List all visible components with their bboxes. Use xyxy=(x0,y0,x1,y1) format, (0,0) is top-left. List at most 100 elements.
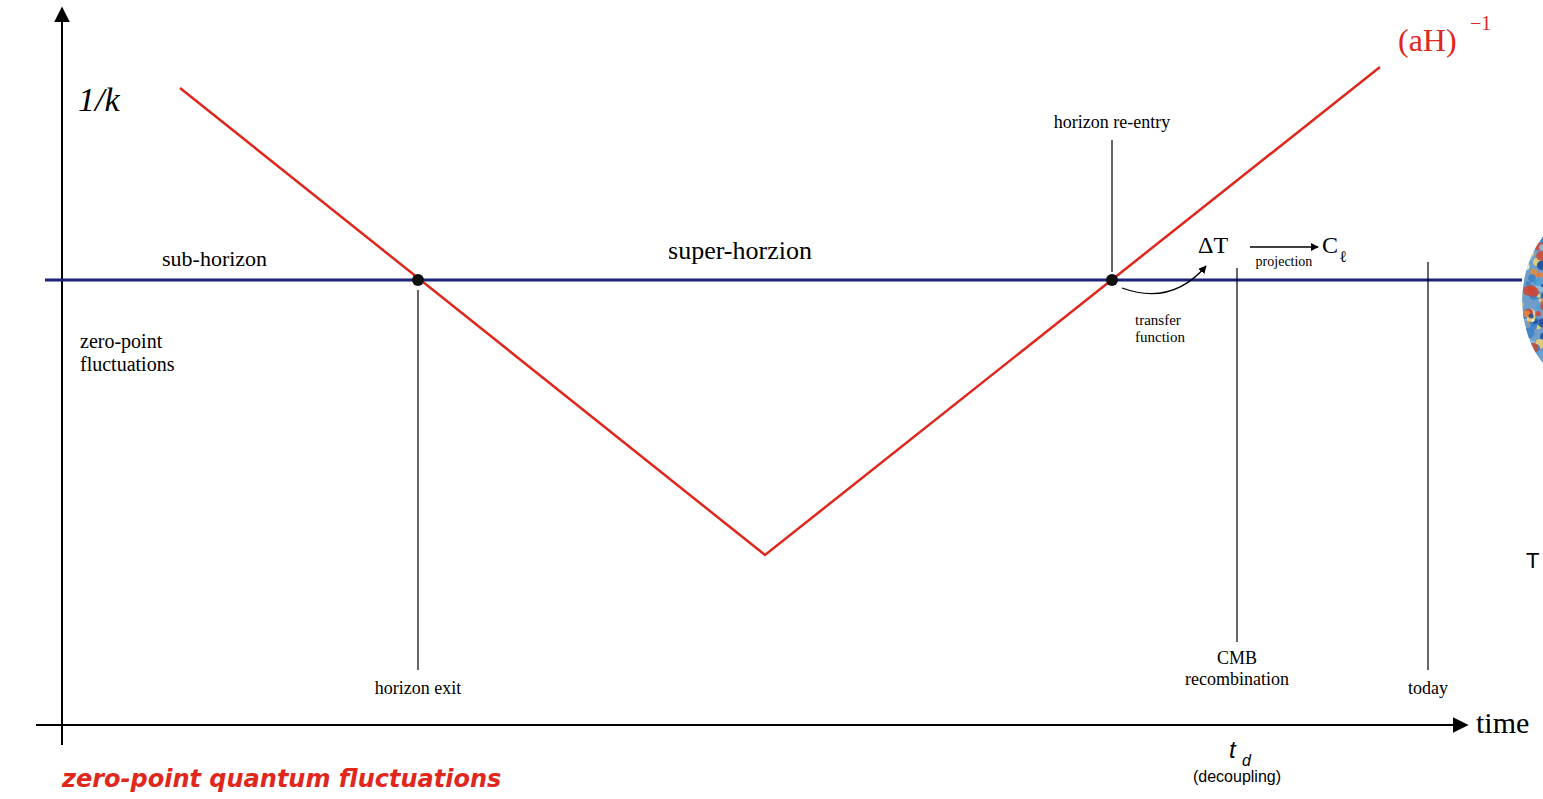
leader-line xyxy=(1236,268,1237,642)
sky-speck xyxy=(1532,391,1537,396)
time-marker: t xyxy=(1229,736,1236,764)
sky-speck xyxy=(1519,380,1524,385)
sky-speck xyxy=(1525,365,1529,369)
sky-speck xyxy=(1534,221,1538,225)
sky-speck xyxy=(1531,198,1539,206)
quantity-subscript: ℓ xyxy=(1339,248,1347,266)
sky-speck xyxy=(1541,205,1543,211)
sky-speck xyxy=(1529,364,1539,374)
sky-speck xyxy=(1529,353,1534,358)
sky-speck xyxy=(1527,347,1532,352)
sky-speck xyxy=(1540,233,1543,238)
sky-speck xyxy=(1527,354,1535,362)
quantity-label: ΔT xyxy=(1198,232,1228,260)
sky-speck xyxy=(1528,343,1538,353)
curve-label: (aH) xyxy=(1398,22,1457,59)
sky-speck xyxy=(1536,311,1541,316)
heading-note: zero-point quantum fluctuations xyxy=(62,766,501,794)
sky-speck xyxy=(1519,379,1530,390)
sky-speck xyxy=(1523,206,1530,213)
sky-speck xyxy=(1524,328,1535,339)
sky-speck xyxy=(1521,233,1525,237)
time-note: (decoupling) xyxy=(1193,768,1281,786)
crossing-dot xyxy=(1106,274,1118,286)
sky-speck xyxy=(1542,218,1543,221)
event-label: horizon exit xyxy=(375,678,461,699)
cmb-sky-ground xyxy=(1522,202,1543,398)
x-axis xyxy=(36,724,1467,726)
sky-speck xyxy=(1526,255,1532,261)
event-label: horizon re-entry xyxy=(1054,112,1170,133)
sky-speck xyxy=(1531,393,1540,402)
sky-speck xyxy=(1522,243,1525,246)
sky-speck xyxy=(1531,204,1537,210)
leader-line xyxy=(417,290,418,670)
arrow-label: transfer function xyxy=(1135,312,1227,347)
event-label: CMB recombination xyxy=(1172,648,1302,689)
sky-speck xyxy=(1534,278,1542,286)
sky-speck xyxy=(1519,342,1525,348)
leader-line xyxy=(1111,140,1112,272)
cut-off-text: T xyxy=(1526,548,1539,573)
sky-speck xyxy=(1522,334,1525,337)
sky-speck xyxy=(1530,209,1534,213)
time-marker-subscript: d xyxy=(1242,752,1251,770)
transfer-arrow xyxy=(1122,266,1206,294)
sky-speck xyxy=(1539,372,1543,381)
sky-speck xyxy=(1530,237,1538,245)
sky-speck xyxy=(1531,319,1534,322)
sky-speck xyxy=(1537,261,1543,271)
region-label: super-horzion xyxy=(668,236,812,266)
mode-scale-line xyxy=(45,279,1522,282)
sky-speck xyxy=(1536,230,1540,234)
cmb-sky-map xyxy=(1518,197,1543,401)
sky-speck xyxy=(1534,218,1540,224)
sky-speck xyxy=(1536,251,1543,261)
sky-speck xyxy=(1541,321,1543,325)
sky-speck xyxy=(1526,368,1535,377)
sky-speck xyxy=(1521,378,1526,383)
sky-speck xyxy=(1526,249,1535,258)
sky-speck xyxy=(1533,219,1542,228)
sky-speck xyxy=(1518,387,1527,396)
projection-arrow xyxy=(1250,246,1318,247)
sky-speck xyxy=(1539,212,1543,223)
region-label: sub-horizon xyxy=(162,246,267,271)
sky-speck xyxy=(1522,243,1529,250)
leader-line xyxy=(1427,262,1428,670)
sky-speck xyxy=(1536,204,1543,214)
sky-speck xyxy=(1523,210,1531,218)
sky-speck xyxy=(1519,225,1525,231)
sky-speck xyxy=(1539,244,1543,250)
sky-speck xyxy=(1527,245,1532,250)
axis-label: time xyxy=(1476,706,1529,741)
sky-speck xyxy=(1533,210,1543,220)
event-label: today xyxy=(1408,678,1448,699)
sky-speck xyxy=(1520,303,1523,306)
sky-speck xyxy=(1540,378,1543,386)
sky-speck xyxy=(1525,213,1533,221)
sky-speck xyxy=(1519,359,1529,369)
sky-speck xyxy=(1535,221,1542,228)
sky-speck xyxy=(1539,230,1543,234)
sky-speck xyxy=(1541,369,1543,380)
region-note: zero-point fluctuations xyxy=(80,330,230,376)
sky-speck xyxy=(1541,292,1543,299)
sky-speck xyxy=(1540,301,1543,311)
sky-speck xyxy=(1539,208,1543,213)
sky-speck xyxy=(1522,266,1526,270)
sky-speck xyxy=(1537,390,1543,397)
sky-speck xyxy=(1536,200,1541,205)
sky-speck xyxy=(1535,382,1543,390)
sky-speck xyxy=(1528,209,1538,219)
sky-speck xyxy=(1524,361,1534,371)
crossing-dot xyxy=(412,274,424,286)
sky-speck xyxy=(1526,281,1531,286)
sky-speck xyxy=(1537,364,1542,369)
axis-label: 1/k xyxy=(78,80,120,119)
quantity-label: C xyxy=(1322,232,1338,260)
sky-speck xyxy=(1535,220,1538,223)
sky-speck xyxy=(1522,263,1530,271)
sky-speck xyxy=(1521,339,1532,350)
sky-speck xyxy=(1534,364,1539,369)
